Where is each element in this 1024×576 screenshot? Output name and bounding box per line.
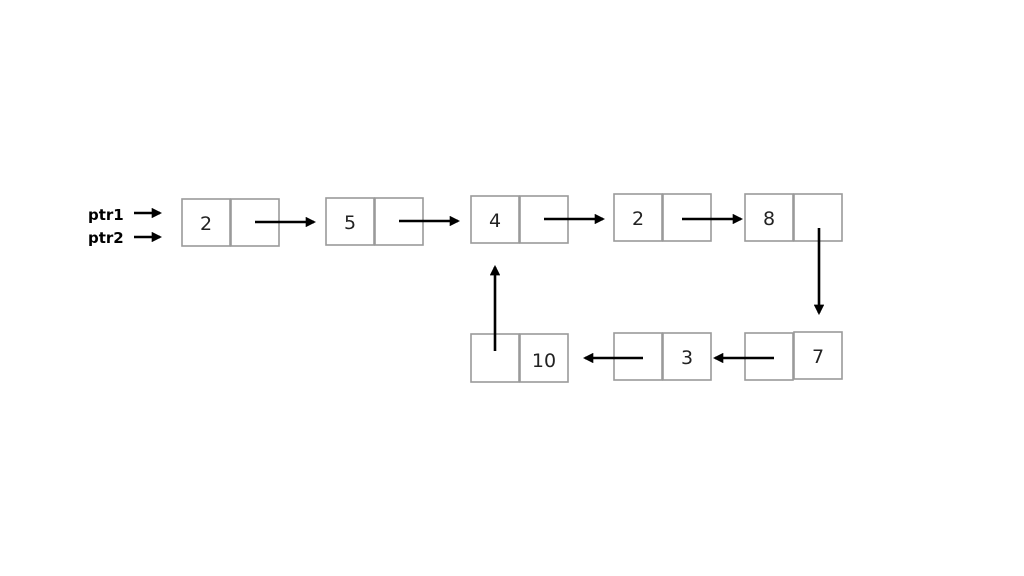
list-node: 7: [744, 331, 843, 381]
node-value: 7: [812, 346, 824, 368]
node-value: 10: [532, 350, 556, 372]
node-next-cell: [613, 332, 663, 381]
node-value: 4: [489, 210, 501, 232]
node-value: 5: [344, 212, 356, 234]
node-value: 3: [681, 347, 693, 369]
node-data-cell: [181, 198, 231, 247]
list-node: 8: [744, 193, 843, 242]
list-node: 2: [613, 193, 712, 242]
node-next-cell: [744, 332, 794, 381]
list-node: 10: [470, 333, 569, 383]
pointer-ptr1: ptr1: [88, 206, 163, 224]
node-data-cell: [662, 332, 712, 381]
node-value: 8: [763, 208, 775, 230]
list-node: 3: [613, 332, 712, 381]
pointer-ptr2: ptr2: [88, 229, 163, 247]
pointer-label-ptr1: ptr1: [88, 206, 124, 224]
node-next-cell: [662, 193, 712, 242]
node-data-cell: [793, 331, 843, 380]
node-data-cell: [744, 193, 794, 242]
node-data-cell: [470, 195, 520, 244]
node-value: 2: [632, 208, 644, 230]
node-data-cell: [325, 197, 375, 246]
node-data-cell: [613, 193, 663, 242]
node-value: 2: [200, 213, 212, 235]
pointer-label-ptr2: ptr2: [88, 229, 124, 247]
node-data-cell: [519, 333, 569, 383]
